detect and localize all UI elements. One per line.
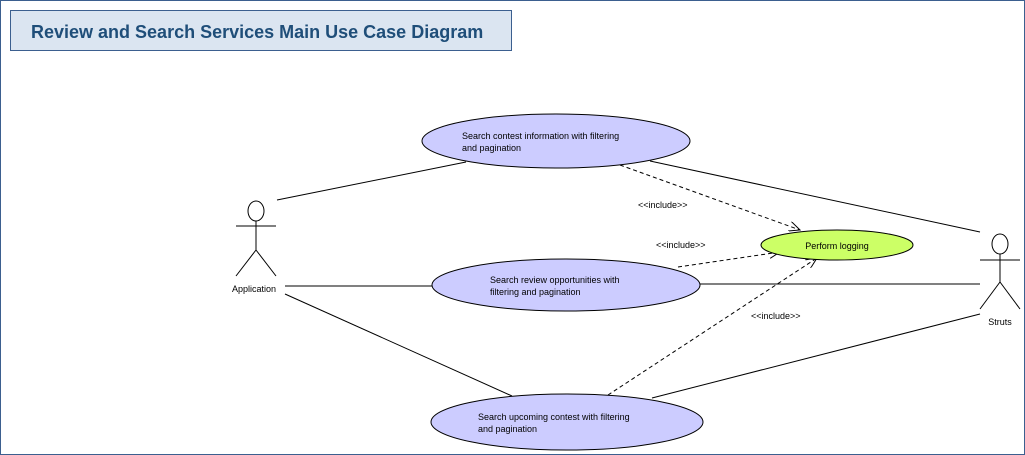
use-case-search-review-line2: filtering and pagination [490, 287, 581, 297]
assoc-struts-search-contest [649, 160, 981, 233]
actor-application-label: Application [232, 284, 276, 294]
actor-struts [979, 233, 1021, 310]
use-case-search-review: Search review opportunities with filteri… [431, 258, 701, 312]
assoc-struts-search-upcoming [651, 313, 981, 399]
include-arrow-contest [619, 164, 800, 230]
diagram-title: Review and Search Services Main Use Case… [31, 22, 484, 42]
use-case-perform-logging-label: Perform logging [805, 241, 869, 251]
include-arrow-review [677, 252, 780, 268]
include-label-upcoming: <<include>> [751, 311, 801, 321]
actor-application [235, 200, 277, 277]
use-case-search-review-line1: Search review opportunities with [490, 275, 620, 285]
assoc-application-search-contest [276, 161, 467, 201]
include-label-review: <<include>> [656, 240, 706, 250]
use-case-search-contest-line2: and pagination [462, 143, 521, 153]
use-case-perform-logging: Perform logging [760, 229, 914, 261]
assoc-application-search-upcoming [284, 293, 513, 397]
use-case-search-contest: Search contest information with filterin… [421, 113, 691, 169]
use-case-search-upcoming-line1: Search upcoming contest with filtering [478, 412, 630, 422]
use-case-search-upcoming-line2: and pagination [478, 424, 537, 434]
include-label-contest: <<include>> [638, 200, 688, 210]
diagram-title-box: Review and Search Services Main Use Case… [10, 10, 512, 51]
actor-struts-label: Struts [988, 317, 1012, 327]
use-case-search-upcoming: Search upcoming contest with filtering a… [430, 393, 704, 451]
use-case-search-contest-line1: Search contest information with filterin… [462, 131, 619, 141]
